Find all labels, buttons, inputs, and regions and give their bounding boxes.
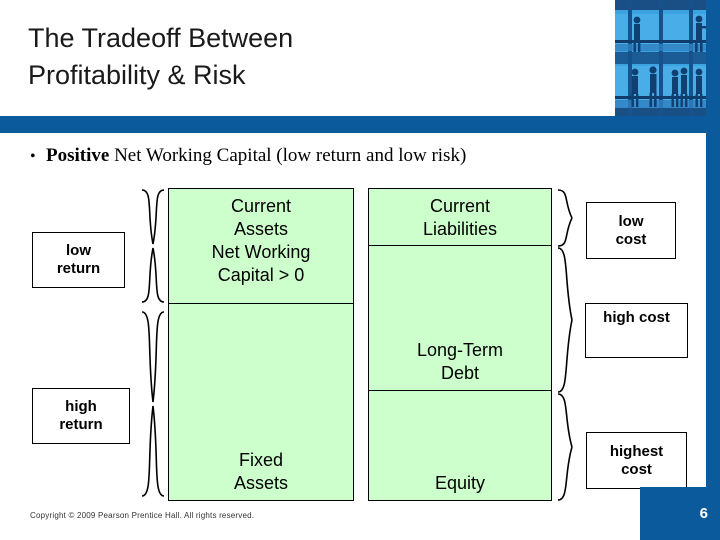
brace-high-cost: [556, 246, 584, 394]
brace-low-cost: [556, 188, 584, 248]
header-photo: [615, 0, 710, 118]
brace-highest-cost: [556, 392, 584, 502]
copyright-notice: Copyright © 2009 Pearson Prentice Hall. …: [30, 511, 255, 520]
box-current-liabilities: Current Liabilities: [368, 188, 552, 246]
page-number-block: [640, 487, 720, 540]
brace-high-return: [137, 310, 167, 500]
label-high-cost: high cost: [585, 303, 688, 358]
slide-title-line-1: The Tradeoff Between: [28, 23, 294, 53]
box-long-term-debt: Long-Term Debt: [368, 245, 552, 391]
label-highest-cost: highest cost: [586, 432, 687, 489]
label-low-cost: low cost: [586, 202, 676, 259]
label-high-return: high return: [32, 388, 130, 444]
bullet-bold-lead: Positive: [46, 145, 110, 166]
page-number: 6: [699, 505, 708, 522]
box-fixed-assets: Fixed Assets: [168, 303, 354, 501]
bullet-marker-icon: •: [30, 147, 36, 165]
right-accent-strip: [706, 0, 720, 540]
brace-low-return: [137, 188, 167, 306]
box-current-assets: Current Assets Net Working Capital > 0: [168, 188, 354, 304]
slide-title-line-2: Profitability & Risk: [28, 60, 246, 90]
box-equity: Equity: [368, 390, 552, 501]
bullet-label: Positive Net Working Capital (low return…: [46, 145, 466, 167]
slide-title: The Tradeoff Between Profitability & Ris…: [28, 20, 588, 94]
box-current-liabilities-label: Current Liabilities: [422, 196, 498, 239]
box-current-assets-label: Current Assets Net Working Capital > 0: [211, 196, 311, 285]
box-equity-label: Equity: [434, 473, 486, 493]
box-long-term-debt-label: Long-Term Debt: [416, 340, 504, 383]
bullet-rest: Net Working Capital (low return and low …: [109, 145, 467, 166]
box-fixed-assets-label: Fixed Assets: [233, 450, 289, 493]
bullet-point: • Positive Net Working Capital (low retu…: [30, 143, 630, 169]
title-divider-band: [0, 116, 710, 133]
label-low-return: low return: [32, 232, 125, 288]
